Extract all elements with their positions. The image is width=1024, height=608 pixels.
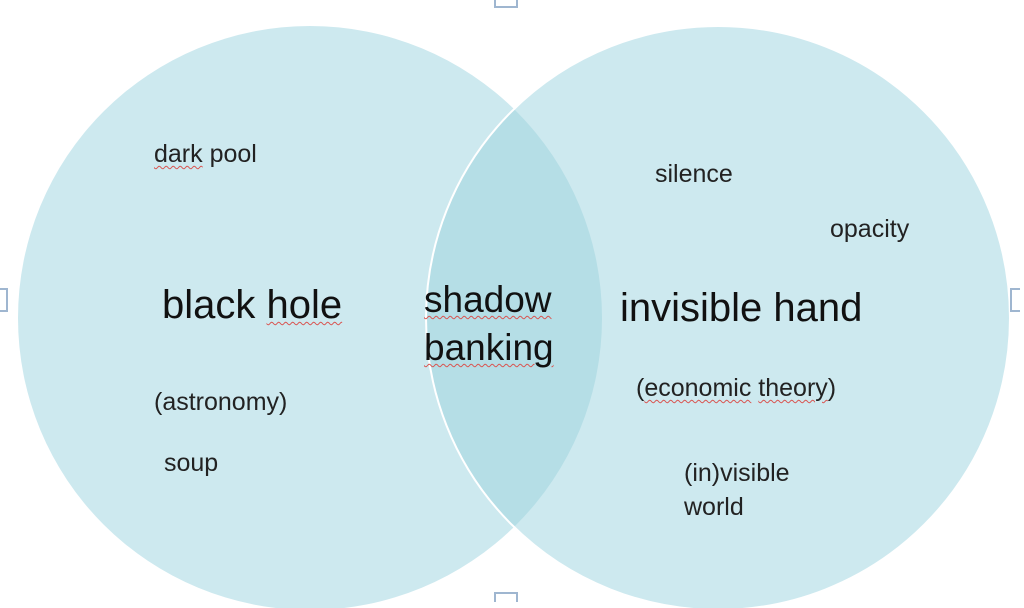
resize-handle-top[interactable] bbox=[494, 0, 518, 8]
dark-word: dark bbox=[154, 140, 203, 168]
banking-word: banking bbox=[424, 327, 554, 368]
resize-handle-right[interactable] bbox=[1010, 288, 1020, 312]
intersection-label-line1: shadow bbox=[424, 279, 552, 322]
left-title-word-black: black bbox=[162, 283, 256, 327]
pool-word: pool bbox=[209, 140, 257, 168]
right-circle-outline bbox=[425, 25, 1011, 608]
resize-handle-bottom[interactable] bbox=[494, 592, 518, 602]
right-set-subtitle: (economic theory) bbox=[636, 374, 836, 403]
right-set-title: invisible hand bbox=[620, 286, 863, 330]
right-item-invisible: (in)visible bbox=[684, 459, 790, 487]
right-item-world: world bbox=[684, 493, 744, 521]
left-set-title: black hole bbox=[162, 282, 342, 328]
left-set-subtitle: (astronomy) bbox=[154, 388, 288, 416]
left-item-soup: soup bbox=[164, 449, 219, 477]
right-item-silence: silence bbox=[655, 160, 733, 188]
shadow-word: shadow bbox=[424, 279, 552, 320]
left-title-word-hole: hole bbox=[266, 283, 343, 327]
subtitle-open-paren: ( bbox=[636, 374, 645, 402]
resize-handle-left[interactable] bbox=[0, 288, 8, 312]
subtitle-word-theory: theory bbox=[758, 374, 828, 402]
subtitle-close-paren: ) bbox=[827, 374, 837, 402]
subtitle-word-economic: economic bbox=[644, 374, 752, 402]
right-circle bbox=[426, 26, 1010, 608]
left-circle bbox=[18, 26, 602, 608]
intersection-label-line2: banking bbox=[424, 327, 554, 370]
left-item-dark-pool: dark pool bbox=[154, 140, 257, 169]
right-item-opacity: opacity bbox=[830, 215, 910, 243]
